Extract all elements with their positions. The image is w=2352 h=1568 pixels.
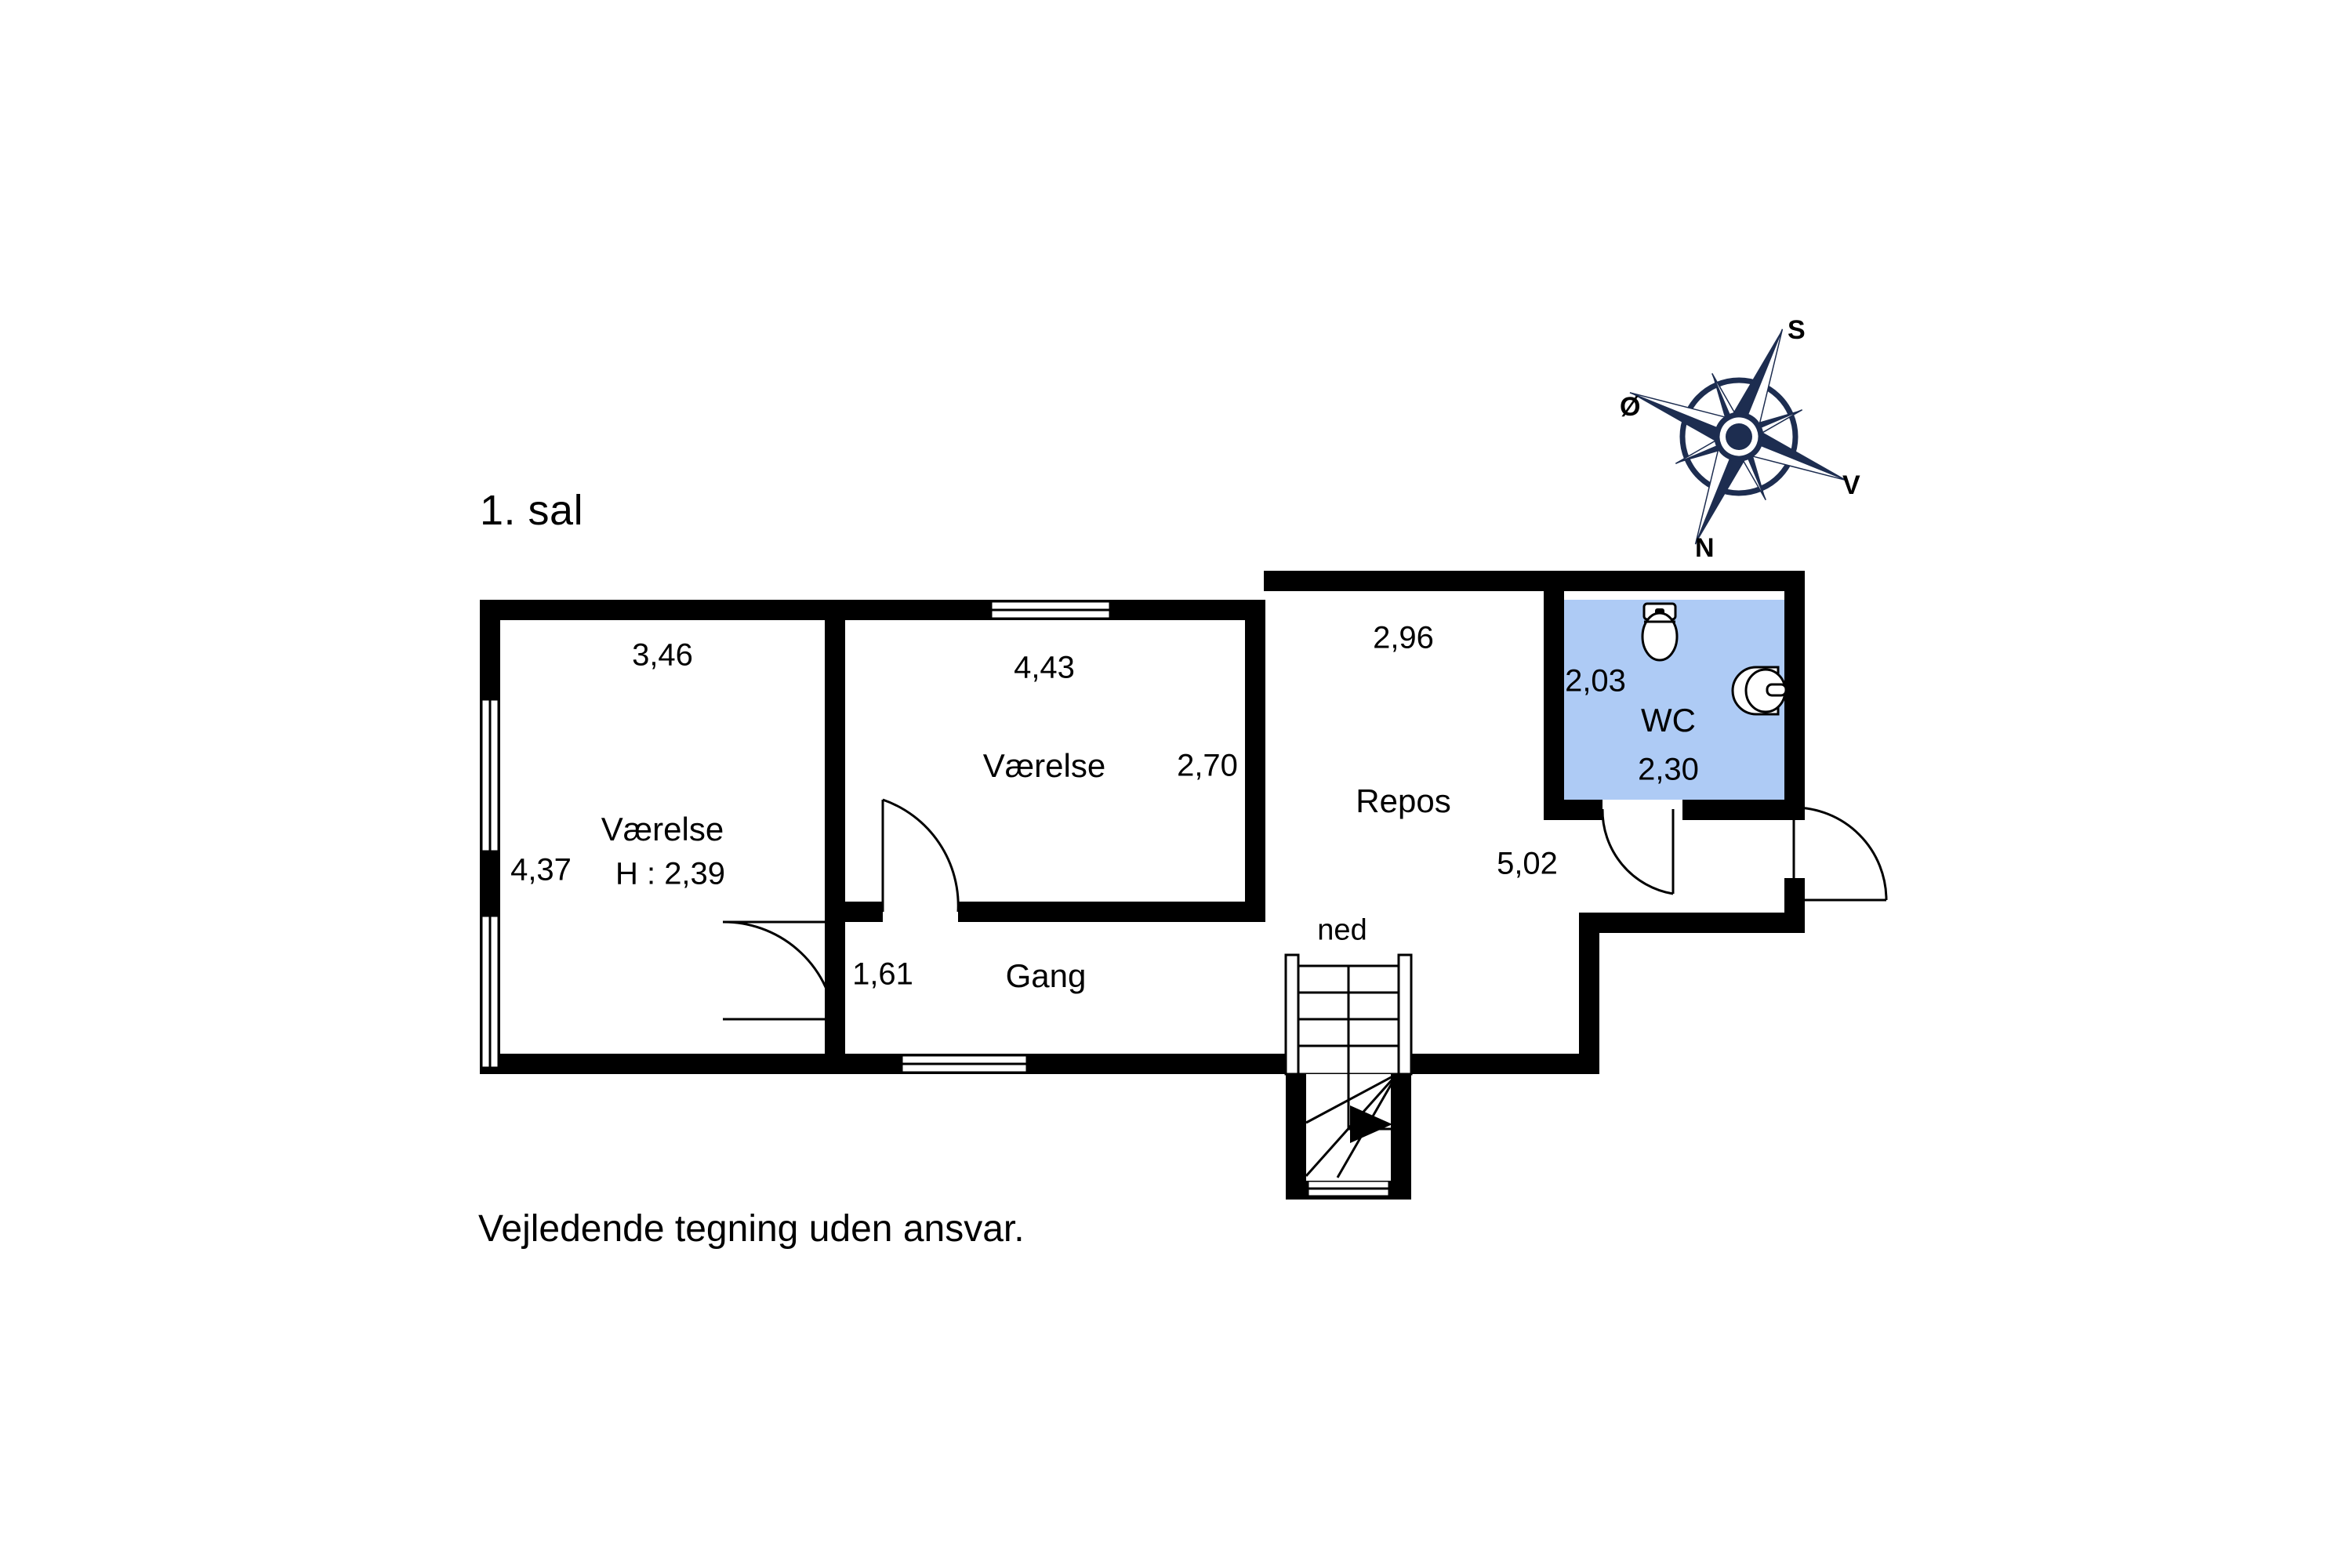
- wall-step-vertical: [1579, 913, 1599, 1074]
- wall-wc-bottom-right: [1682, 800, 1805, 820]
- disclaimer-text: Vejledende tegning uden ansvar.: [478, 1208, 1025, 1250]
- wall-bottom-mid: [1411, 1054, 1599, 1074]
- window-bottom-gang: [900, 1054, 1029, 1074]
- wall-stair-right: [1391, 1074, 1411, 1200]
- window-left-lower: [480, 914, 500, 1069]
- dimension-2-03: 2,03: [1565, 663, 1626, 699]
- compass-label-o: Ø: [1620, 392, 1641, 422]
- wall-mid-bottom-right: [958, 902, 1265, 922]
- wall-wc-left: [1544, 591, 1564, 820]
- room-height-vaerelse-left: H : 2,39: [615, 856, 726, 891]
- page-title: 1. sal: [480, 487, 584, 534]
- dimension-2-96: 2,96: [1373, 620, 1434, 655]
- dimension-2-70: 2,70: [1177, 748, 1238, 783]
- room-label-vaerelse-left: Værelse: [601, 811, 724, 848]
- window-stair-bottom: [1306, 1179, 1391, 1198]
- dimension-5-02: 5,02: [1497, 846, 1558, 881]
- dimension-1-61: 1,61: [852, 956, 913, 992]
- dimension-4-37: 4,37: [510, 852, 572, 887]
- compass-label-s: S: [1788, 315, 1806, 345]
- room-label-gang: Gang: [1005, 957, 1087, 994]
- sink-fixture: [1731, 666, 1788, 716]
- dimension-4-43: 4,43: [1014, 650, 1075, 685]
- wall-mid-right: [1245, 600, 1265, 922]
- room-label-repos: Repos: [1356, 782, 1451, 819]
- wall-top-right: [1264, 571, 1805, 591]
- wall-top-left: [480, 600, 1264, 620]
- door-left-room: [722, 920, 837, 1021]
- door-wc: [1601, 808, 1675, 895]
- dimension-2-30: 2,30: [1638, 752, 1699, 787]
- stair-direction-arrow: [1350, 1105, 1392, 1143]
- compass-label-v: V: [1842, 470, 1860, 500]
- wall-group: [480, 571, 1805, 1200]
- compass-label-n: N: [1695, 533, 1715, 563]
- window-left-upper: [480, 698, 500, 853]
- wall-mid-bottom-left: [825, 902, 883, 922]
- compass-rose: S Ø V N: [1607, 310, 1874, 568]
- wall-between-rooms: [825, 600, 845, 1074]
- wall-bottom-left: [480, 1054, 1311, 1074]
- stair-label-ned: ned: [1317, 913, 1367, 947]
- door-middle-room: [881, 798, 960, 913]
- room-label-vaerelse-middle: Værelse: [982, 747, 1106, 784]
- staircase: [1284, 953, 1413, 1181]
- wall-right-upper: [1784, 571, 1805, 806]
- dimension-3-46: 3,46: [632, 637, 693, 673]
- window-top-middle: [989, 600, 1112, 620]
- wall-wc-bottom-left: [1544, 800, 1602, 820]
- wall-stair-left: [1286, 1074, 1306, 1200]
- toilet-fixture: [1641, 602, 1679, 662]
- room-label-wc: WC: [1641, 702, 1696, 739]
- door-entry: [1792, 806, 1888, 902]
- wall-step-horizontal: [1579, 913, 1805, 933]
- compass-rose-svg: [1629, 328, 1849, 545]
